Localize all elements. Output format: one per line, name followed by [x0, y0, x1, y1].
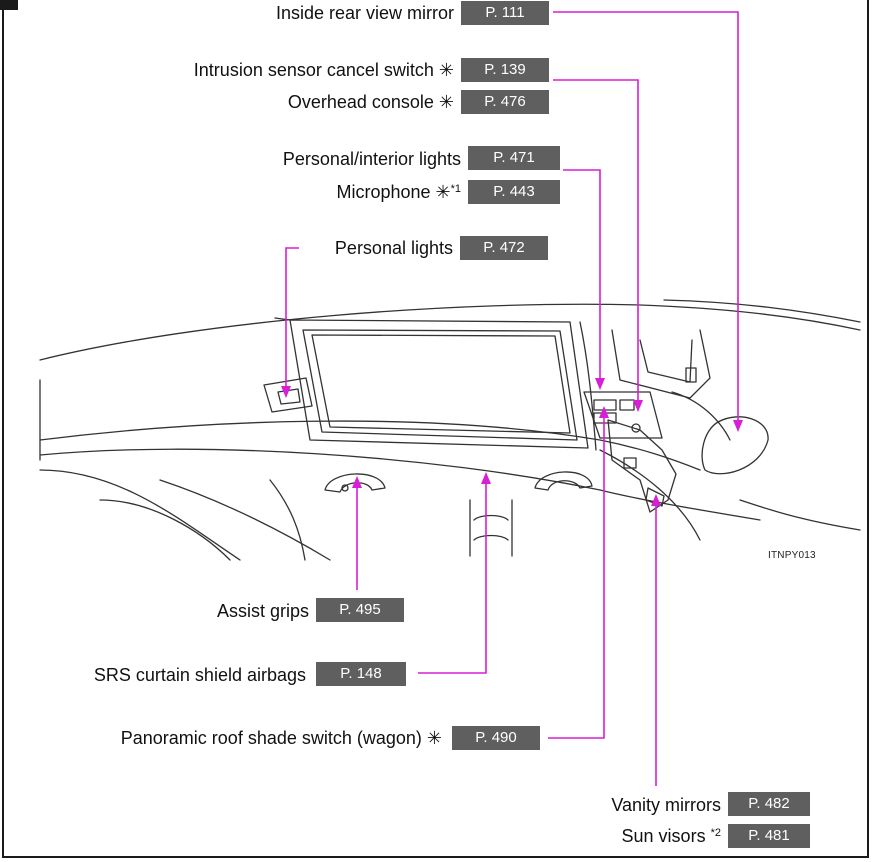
page-ref-assist[interactable]: P. 495 — [316, 598, 404, 622]
callout-label-mirror: Inside rear view mirror — [275, 3, 454, 23]
rear-view-mirror — [701, 416, 769, 475]
leader-mirror — [553, 11, 739, 426]
callout-label-assist: Assist grips — [216, 601, 309, 621]
callout-label-personal-interior: Personal/interior lights — [282, 149, 461, 169]
leader-personal-interior — [563, 169, 601, 384]
section-tab — [0, 0, 18, 10]
page-ref-overhead[interactable]: P. 476 — [461, 90, 549, 114]
page-ref-microphone[interactable]: P. 443 — [468, 180, 560, 204]
callout-label-overhead: Overhead console ✳ — [287, 92, 454, 112]
page-ref-mirror[interactable]: P. 111 — [461, 1, 549, 25]
leader-overhead — [553, 79, 639, 406]
callout-label-intrusion: Intrusion sensor cancel switch ✳ — [193, 60, 454, 80]
leader-personal — [285, 247, 299, 392]
figure-code: ITNPY013 — [768, 550, 816, 561]
personal-light — [263, 377, 313, 413]
page-ref-panoramic[interactable]: P. 490 — [452, 726, 540, 750]
footnote-marker-2: *2 — [710, 827, 721, 839]
page-ref-srs[interactable]: P. 148 — [316, 662, 406, 686]
page-ref-personal[interactable]: P. 472 — [460, 236, 548, 260]
roof-outline — [39, 303, 861, 361]
page-ref-sunvisors[interactable]: P. 481 — [728, 824, 810, 848]
callout-label-sunvisors: Sun visors *2 — [621, 826, 721, 846]
callout-label-srs: SRS curtain shield airbags — [93, 665, 306, 685]
callout-label-vanity: Vanity mirrors — [611, 795, 721, 815]
callout-label-microphone: Microphone ✳*1 — [336, 182, 461, 202]
page-ref-intrusion[interactable]: P. 139 — [461, 58, 549, 82]
assist-grip-right — [534, 471, 593, 491]
leader-srs — [418, 480, 487, 674]
leader-arrowheads — [281, 378, 743, 506]
page-ref-vanity[interactable]: P. 482 — [728, 792, 810, 816]
page-ref-personal-interior[interactable]: P. 471 — [468, 146, 560, 170]
callout-label-personal: Personal lights — [334, 238, 453, 258]
leader-panoramic — [548, 414, 605, 739]
overhead-console — [583, 391, 663, 439]
footnote-marker-1: *1 — [450, 183, 461, 195]
leader-lines — [285, 11, 739, 786]
sun-visor — [607, 419, 677, 513]
sunroof-frame — [289, 319, 589, 449]
callout-label-panoramic: Panoramic roof shade switch (wagon) ✳ — [120, 728, 442, 748]
